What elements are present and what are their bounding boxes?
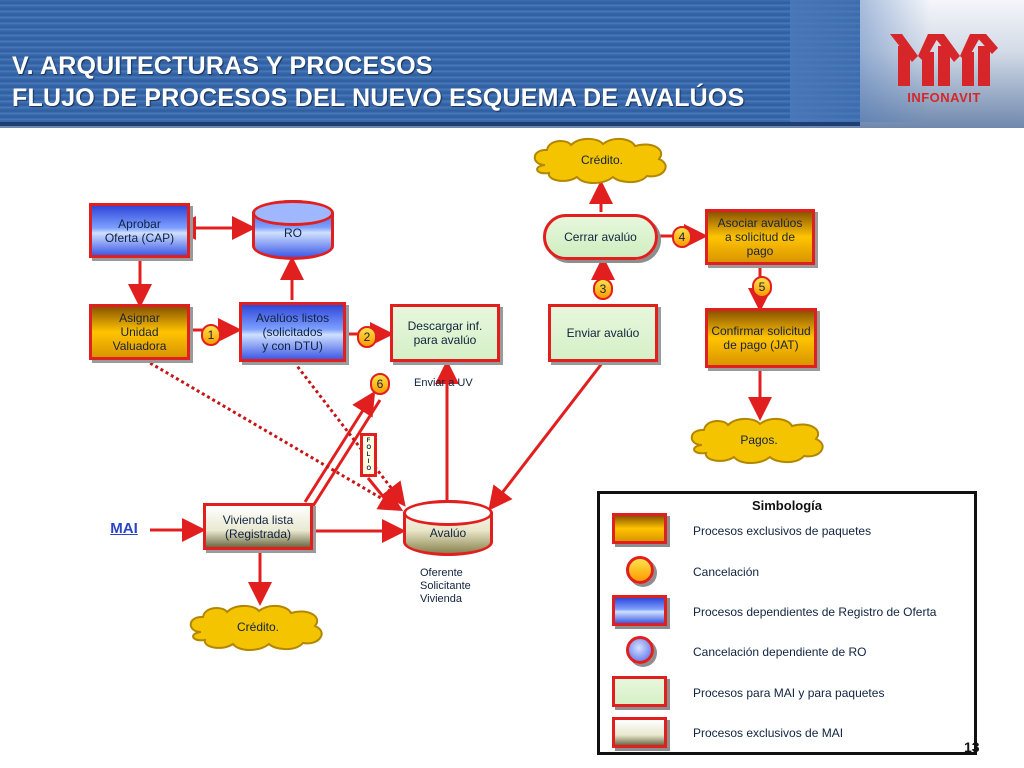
- logo-text: INFONAVIT: [907, 90, 981, 105]
- folio-tag: FOLIO: [360, 433, 377, 477]
- note-avaluo-desc: Oferente Solicitante Vivienda: [420, 567, 471, 605]
- header-band: [0, 0, 930, 126]
- folio-tag-label: FOLIO: [366, 437, 372, 472]
- process-aprobar-oferta[interactable]: Aprobar Oferta (CAP): [89, 203, 190, 258]
- process-cerrar-avaluo-label: Cerrar avalúo: [564, 230, 637, 244]
- cloud-shape-icon: [690, 417, 824, 464]
- legend-symbol-exclusivos-mai: [612, 717, 667, 748]
- page-number: 13: [964, 739, 980, 755]
- dotted-asignar-avaluo: [144, 358, 404, 512]
- cloud-shape-icon: [533, 137, 667, 184]
- cloud-credito-top: Crédito.: [527, 135, 677, 185]
- legend-symbol-cancelacion-ro: [626, 636, 654, 664]
- cloud-credito-bottom-label: Crédito.: [236, 620, 280, 634]
- note-enviar-uv: Enviar a UV: [414, 377, 473, 389]
- legend-label-cancelacion: Cancelación: [693, 565, 760, 579]
- legend-title: Simbología: [751, 498, 823, 513]
- infonavit-logo: INFONAVIT: [888, 26, 1000, 112]
- process-asignar-unidad-label: Asignar Unidad Valuadora: [112, 311, 167, 353]
- step-badge-5: 5: [752, 276, 772, 298]
- database-ro[interactable]: RO: [252, 200, 334, 260]
- process-enviar-avaluo-label: Enviar avalúo: [566, 326, 640, 340]
- database-avaluo[interactable]: Avalúo: [403, 500, 493, 556]
- header-banner: V. ARQUITECTURAS Y PROCESOS FLUJO DE PRO…: [0, 0, 1024, 128]
- step-badge-4: 4: [672, 226, 692, 248]
- step-badge-2: 2: [357, 326, 377, 348]
- legend-label-mai-paquetes: Procesos para MAI y para paquetes: [693, 686, 885, 700]
- process-descargar-info-label: Descargar inf. para avalúo: [407, 319, 483, 347]
- legend-label-exclusivos-mai: Procesos exclusivos de MAI: [693, 726, 844, 740]
- legend-symbol-cancelacion: [626, 556, 654, 584]
- database-avaluo-label: Avalúo: [429, 526, 467, 540]
- cloud-pagos: Pagos.: [684, 415, 834, 465]
- legend-symbol-registro-oferta: [612, 595, 667, 626]
- process-enviar-avaluo[interactable]: Enviar avalúo: [548, 304, 658, 362]
- database-avaluo-top: [403, 500, 493, 526]
- process-avaluos-listos-label: Avalúos listos (solicitados y con DTU): [255, 311, 330, 353]
- process-aprobar-oferta-label: Aprobar Oferta (CAP): [104, 216, 175, 245]
- process-confirmar-solicitud-label: Confirmar solicitud de pago (JAT): [711, 324, 811, 352]
- database-ro-label: RO: [284, 226, 302, 240]
- arrow-vivienda-enviar-uv: [303, 390, 376, 503]
- process-confirmar-solicitud[interactable]: Confirmar solicitud de pago (JAT): [705, 308, 817, 368]
- legend-label-registro-oferta: Procesos dependientes de Registro de Ofe…: [693, 605, 937, 619]
- legend: Simbología Procesos exclusivos de paquet…: [597, 491, 977, 755]
- process-asignar-unidad[interactable]: Asignar Unidad Valuadora: [89, 304, 190, 360]
- step-badge-1: 1: [201, 324, 221, 346]
- process-asociar-avaluos-label: Asociar avalúos a solicitud de pago: [717, 216, 803, 258]
- process-descargar-info[interactable]: Descargar inf. para avalúo: [390, 304, 500, 362]
- cloud-pagos-label: Pagos.: [740, 433, 778, 447]
- process-asociar-avaluos[interactable]: Asociar avalúos a solicitud de pago: [705, 209, 815, 265]
- process-avaluos-listos[interactable]: Avalúos listos (solicitados y con DTU): [239, 302, 346, 362]
- step-badge-3: 3: [593, 278, 613, 300]
- mai-label: MAI: [110, 519, 138, 537]
- legend-label-paquetes: Procesos exclusivos de paquetes: [693, 524, 872, 538]
- folio-link: [366, 477, 392, 506]
- page-title-line-2: FLUJO DE PROCESOS DEL NUEVO ESQUEMA DE A…: [12, 84, 745, 112]
- logo-mark-icon: [890, 34, 998, 86]
- process-vivienda-lista[interactable]: Vivienda lista (Registrada): [203, 503, 313, 550]
- legend-symbol-paquetes: [612, 513, 667, 544]
- cloud-shape-icon: [189, 604, 323, 651]
- legend-label-cancelacion-ro: Cancelación dependiente de RO: [693, 645, 867, 659]
- process-vivienda-lista-label: Vivienda lista (Registrada): [222, 512, 294, 541]
- legend-symbol-mai-paquetes: [612, 676, 667, 707]
- cloud-credito-top-label: Crédito.: [580, 153, 624, 167]
- cloud-credito-bottom: Crédito.: [183, 602, 333, 652]
- arrow-vivienda-enviar-uv-double: [311, 399, 382, 507]
- arrow-enviar-avaluo: [488, 361, 605, 511]
- step-badge-6: 6: [370, 373, 390, 395]
- page-title-line-1: V. ARQUITECTURAS Y PROCESOS: [12, 52, 433, 80]
- process-cerrar-avaluo[interactable]: Cerrar avalúo: [543, 214, 658, 260]
- database-ro-top: [252, 200, 334, 226]
